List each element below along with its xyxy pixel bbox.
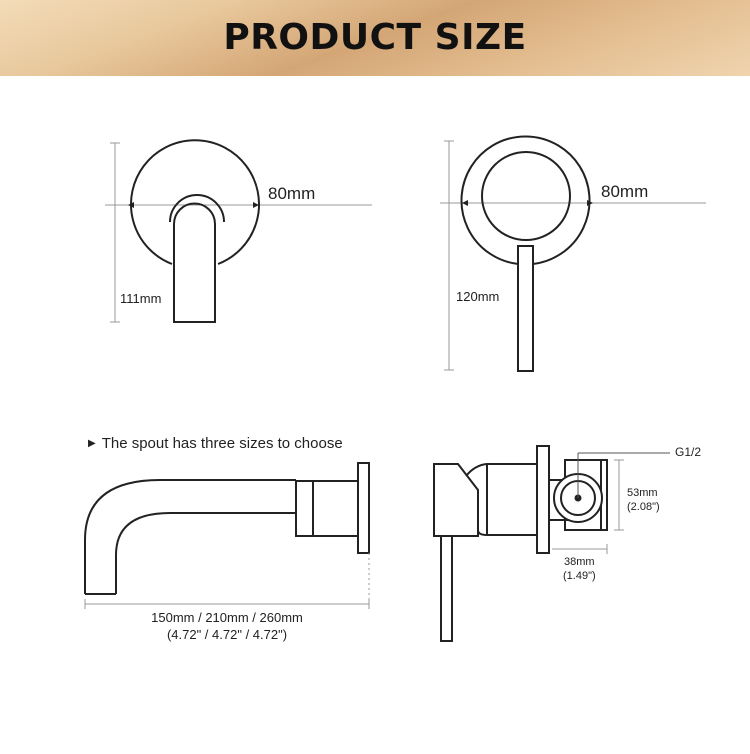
header-banner: PRODUCT SIZE	[0, 0, 750, 76]
side-height-inches-label: (2.08")	[627, 501, 660, 513]
side-depth-inches-label: (1.49")	[563, 570, 596, 582]
side-height-label: 53mm	[627, 487, 658, 499]
front-view-2-height-label: 120mm	[456, 289, 500, 304]
spout-length-inches-label: (4.72" / 4.72" / 4.72")	[166, 627, 288, 642]
page-title: PRODUCT SIZE	[223, 17, 527, 58]
spout-side-view	[84, 462, 370, 609]
bullet-triangle-icon: ▶	[88, 438, 96, 449]
valve-side-view	[433, 445, 670, 642]
front-view-1-width-label: 80mm	[268, 184, 316, 203]
spout-length-label: 150mm / 210mm / 260mm	[151, 610, 303, 625]
front-view-pin	[440, 135, 706, 372]
front-view-2-width-label: 80mm	[601, 182, 649, 201]
product-dimension-drawing	[84, 135, 706, 642]
side-depth-label: 38mm	[564, 556, 595, 568]
front-view-lever	[105, 139, 372, 323]
spout-note: ▶The spout has three sizes to choose	[88, 435, 343, 452]
thread-size-label: G1/2	[675, 445, 702, 459]
front-view-1-height-label: 111mm	[120, 291, 162, 306]
